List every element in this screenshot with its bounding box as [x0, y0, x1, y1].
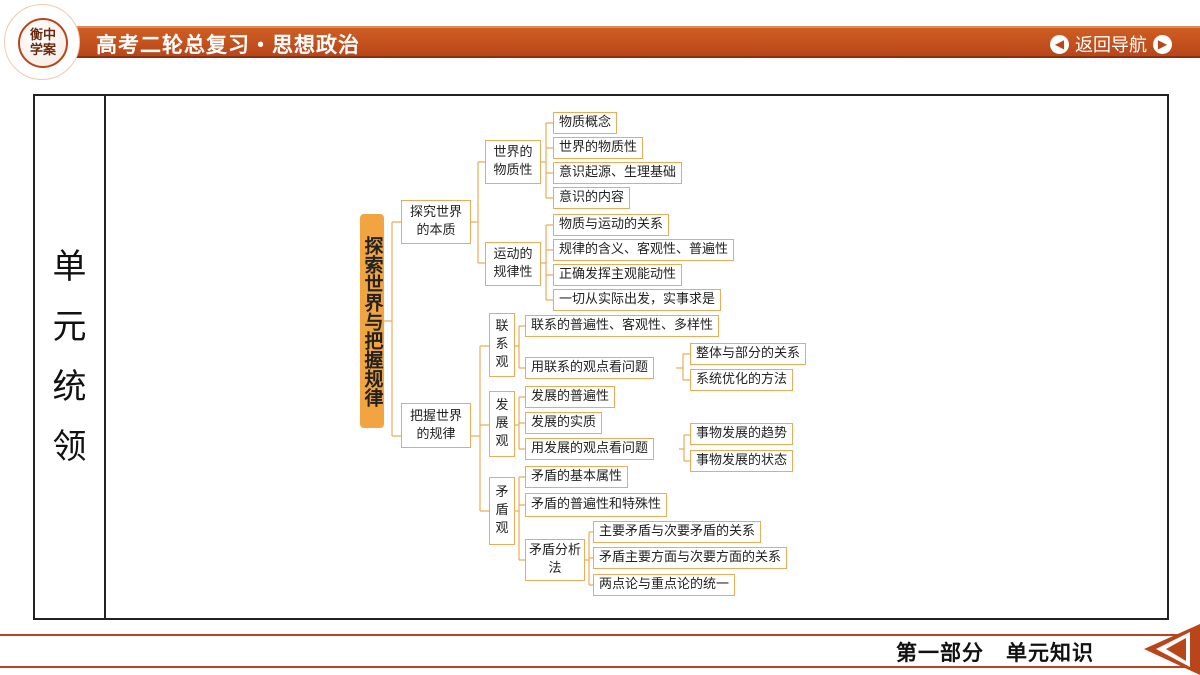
node-l3: 规律的含义、客观性、普遍性	[553, 239, 735, 261]
page-title: 高考二轮总复习・思想政治	[96, 33, 360, 57]
node-l3: 正确发挥主观能动性	[553, 264, 683, 286]
node-l4: 整体与部分的关系	[690, 343, 807, 365]
footer-chevron-decoration	[1144, 624, 1200, 675]
node-l3: 矛盾的基本属性	[525, 466, 629, 488]
node-l3: 世界的物质性	[553, 137, 644, 159]
node-l2-regularity: 运动的规律性	[485, 242, 541, 286]
node-l2-development-view: 发展观	[489, 391, 515, 457]
node-l4: 系统优化的方法	[690, 369, 794, 391]
chevron-left-icon[interactable]: ◀	[1050, 34, 1069, 54]
node-l3-contradiction-analysis: 矛盾分析法	[525, 539, 585, 581]
nav-group: ◀ 返回导航 ▶	[1050, 31, 1172, 57]
chevron-right-icon[interactable]: ▶	[1153, 34, 1172, 54]
node-l3: 物质与运动的关系	[553, 214, 670, 236]
node-l2-contradiction-view: 矛盾观	[489, 477, 515, 545]
node-l3: 意识的内容	[553, 187, 631, 209]
node-l1-world-laws: 把握世界的规律	[401, 403, 471, 448]
node-l3: 发展的实质	[525, 412, 603, 434]
node-l1-world-essence: 探究世界的本质	[401, 200, 471, 244]
content-frame: 单 元 统 领	[33, 94, 1169, 620]
node-l4: 两点论与重点论的统一	[593, 574, 736, 596]
node-l3: 意识起源、生理基础	[553, 162, 683, 184]
logo: 衡中 学案	[18, 18, 68, 68]
back-to-nav-link[interactable]: 返回导航	[1075, 35, 1147, 56]
node-l3: 矛盾的普遍性和特殊性	[525, 493, 668, 517]
logo-line-1: 衡中	[29, 28, 56, 43]
node-l4: 主要矛盾与次要矛盾的关系	[593, 521, 762, 543]
side-char: 领	[52, 427, 87, 467]
side-char: 统	[52, 367, 87, 407]
node-l3: 联系的普遍性、客观性、多样性	[525, 315, 720, 337]
node-l3: 用发展的观点看问题	[525, 438, 655, 460]
node-l4: 矛盾主要方面与次要方面的关系	[593, 547, 788, 569]
side-char: 单	[52, 247, 87, 287]
node-l3: 物质概念	[553, 112, 618, 134]
node-l4: 事物发展的趋势	[690, 423, 794, 445]
unit-overview-label: 单 元 统 领	[35, 96, 104, 618]
side-char: 元	[52, 307, 87, 347]
footer-line-bottom	[0, 666, 1200, 668]
node-l3: 发展的普遍性	[525, 386, 616, 408]
header-bar: 高考二轮总复习・思想政治 ◀ 返回导航 ▶	[58, 26, 1200, 58]
frame-divider	[104, 96, 106, 618]
node-l3: 用联系的观点看问题	[525, 357, 655, 379]
node-l3: 一切从实际出发，实事求是	[553, 289, 722, 311]
logo-line-2: 学案	[29, 43, 56, 58]
node-l2-materiality: 世界的物质性	[485, 140, 541, 184]
footer-line-top	[0, 634, 1200, 636]
node-l4: 事物发展的状态	[690, 450, 794, 472]
node-l2-connection-view: 联系观	[489, 313, 515, 377]
footer-section-label: 第一部分 单元知识	[896, 641, 1094, 665]
